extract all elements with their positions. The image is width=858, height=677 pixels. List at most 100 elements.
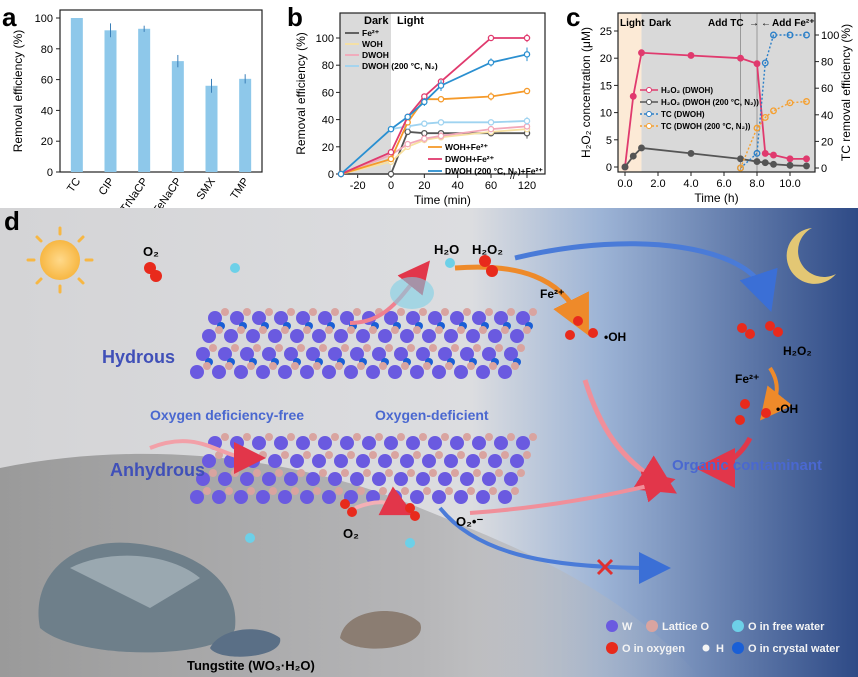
dark-region [340, 13, 391, 174]
tungsten-atom [356, 454, 370, 468]
tungsten-atom [394, 472, 408, 486]
lattice-oxygen-atom [265, 433, 273, 441]
region-label-dark: Dark [364, 15, 389, 27]
lattice-oxygen-atom [501, 451, 509, 459]
lattice-oxygen-atom [457, 451, 465, 459]
legend-marker [646, 123, 652, 129]
tungsten-atom [438, 472, 452, 486]
lattice-oxygen-atom [335, 362, 343, 370]
lattice-oxygen-atom [357, 487, 365, 495]
lattice-oxygen-atom [335, 487, 343, 495]
lattice-oxygen-atom [441, 433, 449, 441]
lattice-oxygen-atom [275, 344, 283, 352]
lattice-oxygen-atom [401, 362, 409, 370]
tungsten-atom [218, 472, 232, 486]
data-point [621, 163, 629, 171]
data-point [387, 170, 395, 178]
lattice-oxygen-atom [347, 326, 355, 334]
lattice-oxygen-atom [451, 469, 459, 477]
tungsten-atom [410, 490, 424, 504]
axis-frame [59, 9, 263, 173]
lattice-oxygen-atom [467, 362, 475, 370]
tungsten-atom [218, 347, 232, 361]
tungsten-atom [400, 454, 414, 468]
lattice-oxygen-atom [287, 308, 295, 316]
tungsten-atom [472, 311, 486, 325]
lattice-oxygen-atom [407, 469, 415, 477]
lattice-oxygen-atom [419, 308, 427, 316]
lattice-oxygen-atom [479, 451, 487, 459]
arrow-fe-left [454, 264, 589, 336]
lattice-oxygen-atom [341, 469, 349, 477]
data-point [523, 87, 531, 95]
tungsten-atom [202, 329, 216, 343]
legend-swatch-5 [732, 642, 744, 654]
data-point [737, 155, 744, 163]
lattice-oxygen-atom [247, 362, 255, 370]
tungsten-atom [224, 329, 238, 343]
y-right-tick-label: 20 [821, 136, 833, 148]
y-tick-label: 40 [322, 115, 334, 127]
data-point [404, 140, 411, 148]
lattice-oxygen-atom [369, 326, 377, 334]
data-point [770, 107, 777, 115]
tungsten-atom [350, 472, 364, 486]
lattice-oxygen-atom [529, 308, 537, 316]
tungsten-atom [278, 490, 292, 504]
tungsten-atom [328, 472, 342, 486]
tungsten-atom [196, 347, 210, 361]
arrow-o2-adsorption [149, 439, 266, 474]
legend-swatch-3 [606, 642, 618, 654]
bar [104, 30, 117, 172]
bar [171, 61, 184, 173]
axis-frame [617, 12, 816, 173]
lattice-oxygen-atom [297, 344, 305, 352]
y-tick-label: 0 [47, 167, 53, 179]
x-tick-label: SMX [194, 175, 218, 202]
lattice-oxygen-atom [375, 433, 383, 441]
tungsten-atom [384, 436, 398, 450]
lattice-oxygen-atom [489, 362, 497, 370]
tungsten-atom [318, 311, 332, 325]
axis-break-mark: // [510, 171, 516, 182]
tungsten-atom [246, 329, 260, 343]
lattice-oxygen-atom [463, 433, 471, 441]
lattice-oxygen-atom [507, 308, 515, 316]
lattice-oxygen-atom [423, 362, 431, 370]
x-axis-label: Time (min) [414, 193, 471, 207]
lattice-oxygen-atom [225, 487, 233, 495]
label-h2o2-top: H₂O₂ [472, 242, 503, 257]
tungsten-atom [366, 365, 380, 379]
data-point [753, 60, 761, 68]
tungsten-atom [388, 365, 402, 379]
data-point [437, 95, 445, 103]
tungsten-atom [476, 490, 490, 504]
label-hydrous: Hydrous [102, 347, 175, 367]
tungsten-atom [284, 347, 298, 361]
y-tick-label: 15 [600, 80, 612, 92]
lattice-oxygen-atom [303, 326, 311, 334]
label-o2-top: O₂ [143, 244, 159, 259]
tungsten-atom [406, 436, 420, 450]
x-tick-label: 0.0 [617, 178, 632, 190]
lattice-oxygen-atom [331, 308, 339, 316]
legend-label: WOH [362, 39, 383, 49]
panel-label-b: b [287, 2, 303, 32]
x-tick-label: 40 [452, 180, 464, 192]
annotation-3: Add Fe²⁺ [772, 18, 815, 29]
arrow-left-icon: ← [761, 18, 771, 29]
tungsten-atom [494, 311, 508, 325]
tungsten-atom [312, 454, 326, 468]
tungstite-rocks [38, 542, 421, 657]
lattice-oxygen-atom [209, 344, 217, 352]
y-tick-label: 100 [316, 33, 334, 45]
tungsten-atom [240, 472, 254, 486]
label-h2o2-right: H₂O₂ [783, 344, 812, 358]
light-region [618, 13, 642, 172]
tungsten-atom [322, 490, 336, 504]
lattice-oxygen-atom [313, 362, 321, 370]
lattice-oxygen-atom [303, 451, 311, 459]
y-tick-label: 20 [600, 53, 612, 65]
tungsten-atom [256, 365, 270, 379]
